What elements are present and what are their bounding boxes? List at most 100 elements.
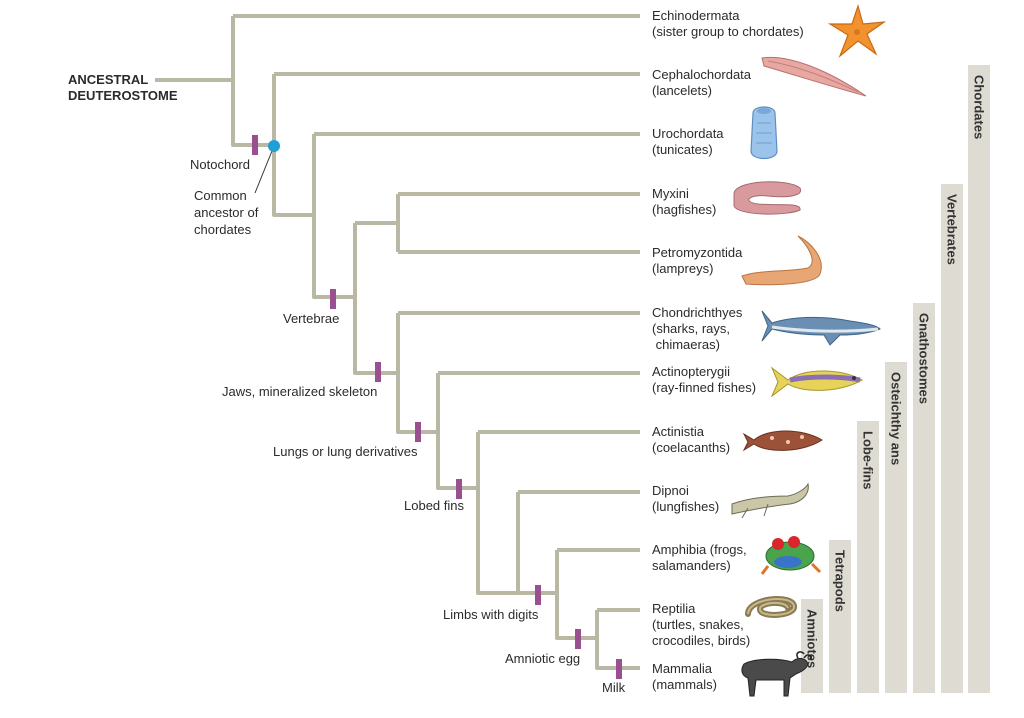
clade-bar-lobe-fins: Lobe-fins [857,421,879,693]
taxon-desc: crocodiles, birds) [652,633,751,648]
clade-label-chordates: Chordates [971,75,987,140]
clade-bar-amniotes: Amniotes [801,599,823,693]
taxon-desc: chimaeras) [652,337,720,352]
taxon-name: Actinistia [652,424,705,439]
taxon-desc: (ray-finned fishes) [652,380,757,395]
taxon-desc: (hagfishes) [652,202,717,217]
taxon-chondrichthyes: Chondrichthyes (sharks, rays, chimaeras) [652,305,742,353]
root-label-line-1: ANCESTRAL [68,72,149,87]
trait-mark-lobed-fins [456,479,462,499]
taxon-echinodermata: Echinodermata (sister group to chordates… [652,8,804,40]
frog-icon [760,536,822,575]
taxon-name: Petromyzontida [652,245,743,260]
clade-label-tetrapods: Tetrapods [832,550,848,612]
trait-mark-vertebrae [330,289,336,309]
taxon-name: Myxini [652,186,689,201]
trait-mark-limbs [535,585,541,605]
trait-mark-jaws [375,362,381,382]
taxon-name: Dipnoi [652,483,689,498]
taxon-desc: (turtles, snakes, [652,617,744,632]
node-olfactores [312,134,355,299]
trait-vertebrae-label: Vertebrae [283,311,340,326]
node-gnathostomes [396,313,438,434]
clade-bar-osteichthyans: Osteichthy ans [885,362,907,693]
taxon-name: Urochordata [652,126,724,141]
taxon-mammalia: Mammalia (mammals) [652,661,717,693]
hagfish-icon [733,181,802,215]
trait-limbs-label: Limbs with digits [443,607,539,622]
node-tetrapods [555,550,597,640]
taxon-desc: (tunicates) [652,142,713,157]
taxon-actinistia: Actinistia (coelacanths) [652,424,730,456]
taxon-desc: (coelacanths) [652,440,731,455]
snake-icon [745,596,797,618]
root-label: ANCESTRAL DEUTEROSTOME [68,72,178,104]
trait-notochord-label: Notochord [190,157,250,172]
taxon-name: Actinopterygii [652,364,731,379]
trait-lobed-fins-label: Lobed fins [404,498,464,513]
taxon-name: Chondrichthyes [652,305,743,320]
lungfish-icon [731,482,809,519]
node-chordates [272,74,314,217]
lancelet-icon [761,56,867,97]
clade-bar-chordates: Chordates [968,65,990,693]
starfish-icon [827,4,887,58]
tunicate-icon [750,106,778,160]
trait-lungs-label: Lungs or lung derivatives [273,444,418,459]
ancestor-pointer-line [254,145,275,194]
clade-label-amniotes: Amniotes [804,609,820,669]
common-ancestor-label: Common ancestor of chordates [194,187,258,238]
taxon-petromyzontida: Petromyzontida (lampreys) [652,245,742,277]
wildebeest-icon [741,651,812,697]
node-amniotes [595,610,640,670]
common-ancestor-dot [268,140,280,152]
common-ancestor-line-1: Common [194,188,247,203]
taxon-actinopterygii: Actinopterygii (ray-finned fishes) [652,364,756,396]
taxon-desc: (lampreys) [652,261,714,276]
taxon-cephalochordata: Cephalochordata (lancelets) [652,67,751,99]
clade-bar-tetrapods: Tetrapods [829,540,851,693]
node-echinoderm-chordate [231,16,274,147]
trait-mark-milk [616,659,622,679]
ray-finned-fish-icon [770,366,864,398]
node-osteichthyans [436,373,478,490]
common-ancestor-line-2: ancestor of [194,205,259,220]
common-ancestor-line-3: chordates [194,222,252,237]
node-lobe-fins [476,432,518,595]
taxon-desc: (lungfishes) [652,499,720,514]
trait-milk-label: Milk [602,680,626,695]
node-vertebrates [353,223,398,375]
trait-jaws-label: Jaws, mineralized skeleton [222,384,378,399]
taxon-name: Echinodermata [652,8,740,23]
node-dipnoi-tetrapods [516,492,557,595]
clade-label-lobe-fins: Lobe-fins [860,431,876,490]
root-label-line-2: DEUTEROSTOME [68,88,178,103]
taxon-desc: (lancelets) [652,83,712,98]
trait-mark-lungs [415,422,421,442]
clade-bar-gnathostomes: Gnathostomes [913,303,935,693]
trait-mark-amniotic-egg [575,629,581,649]
coelacanth-icon [742,430,823,452]
shark-icon [761,310,881,346]
taxon-desc: (mammals) [652,677,717,692]
taxon-myxini: Myxini (hagfishes) [652,186,716,218]
taxon-name: Amphibia (frogs, [652,542,747,557]
taxon-name: Mammalia [652,661,712,676]
taxon-dipnoi: Dipnoi (lungfishes) [652,483,719,515]
taxon-name: Reptilia [652,601,696,616]
taxon-desc: salamanders) [652,558,731,573]
clade-label-vertebrates: Vertebrates [944,194,960,265]
taxon-urochordata: Urochordata (tunicates) [652,126,724,158]
taxon-name: Cephalochordata [652,67,752,82]
taxon-desc: (sharks, rays, [652,321,731,336]
taxon-desc: (sister group to chordates) [652,24,804,39]
clade-bar-vertebrates: Vertebrates [941,184,963,693]
taxon-reptilia: Reptilia (turtles, snakes, crocodiles, b… [652,601,750,649]
trait-amniotic-egg-label: Amniotic egg [505,651,581,666]
taxon-amphibia: Amphibia (frogs, salamanders) [652,542,747,574]
clade-label-gnathostomes: Gnathostomes [916,313,932,405]
trait-mark-notochord [252,135,258,155]
lamprey-icon [741,235,822,286]
